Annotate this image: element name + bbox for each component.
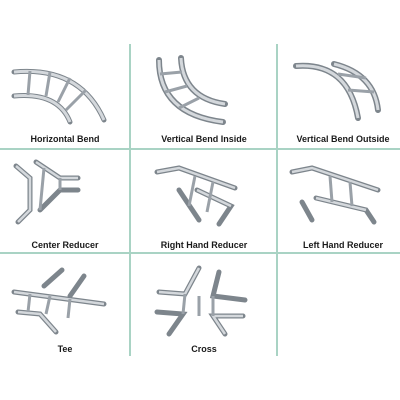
product-card: Cross <box>139 254 269 358</box>
grid-divider <box>0 148 400 150</box>
product-label: Center Reducer <box>31 240 99 250</box>
product-label: Right Hand Reducer <box>160 240 248 250</box>
grid-divider <box>129 44 131 356</box>
product-card: Left Hand Reducer <box>278 150 400 254</box>
left-hand-reducer-icon <box>289 165 381 225</box>
cross-icon <box>154 265 248 337</box>
tee-icon <box>11 267 107 335</box>
product-card: Tee <box>0 254 130 358</box>
product-card: Vertical Bend Outside <box>278 44 400 148</box>
product-card: Right Hand Reducer <box>139 150 269 254</box>
product-card: Horizontal Bend <box>0 44 130 148</box>
product-card: Vertical Bend Inside <box>139 44 269 148</box>
vertical-bend-outside-icon <box>293 61 381 121</box>
product-card: Center Reducer <box>0 150 130 254</box>
product-label: Left Hand Reducer <box>302 240 383 250</box>
right-hand-reducer-icon <box>154 165 238 227</box>
horizontal-bend-icon <box>11 68 107 125</box>
center-reducer-icon <box>13 159 81 225</box>
product-label: Vertical Bend Inside <box>161 134 247 144</box>
grid-divider <box>276 44 278 356</box>
product-label: Cross <box>191 344 217 354</box>
product-grid: Horizontal Bend Vertical Bend Inside <box>0 44 400 356</box>
vertical-bend-inside-icon <box>156 55 228 125</box>
product-label: Tee <box>57 344 73 354</box>
grid-divider <box>0 252 400 254</box>
product-label: Horizontal Bend <box>30 134 100 144</box>
product-label: Vertical Bend Outside <box>296 134 390 144</box>
